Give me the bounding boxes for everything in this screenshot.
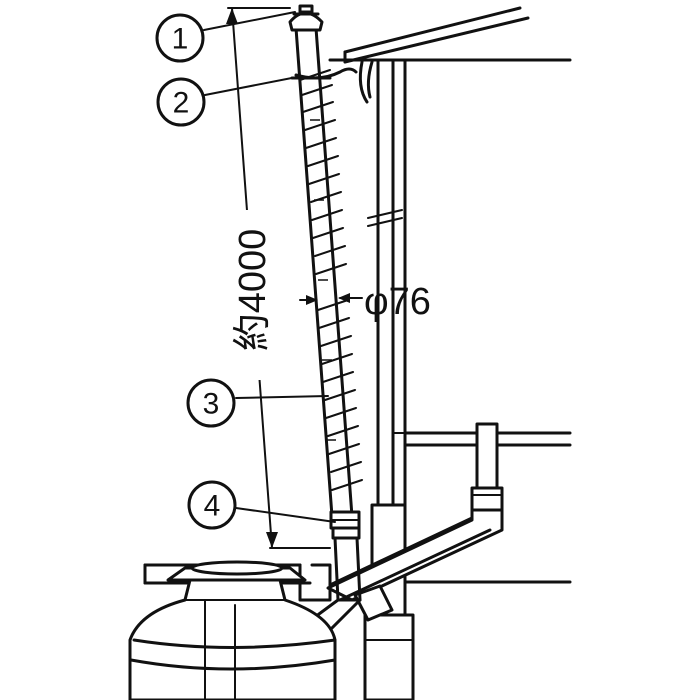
length-label-bg	[226, 210, 276, 380]
tank	[128, 560, 337, 700]
diameter-dimension	[299, 293, 363, 305]
callout-1: 1	[155, 13, 205, 63]
callout-4-label: 4	[204, 490, 221, 523]
callout-1-label: 1	[172, 23, 189, 56]
drain-pipe	[326, 422, 504, 622]
callout-2-label: 2	[173, 87, 190, 120]
callout-3: 3	[186, 378, 236, 428]
callout-2: 2	[156, 77, 206, 127]
callout-3-label: 3	[203, 388, 220, 421]
callout-4: 4	[187, 480, 237, 530]
inclined-pipe	[280, 4, 363, 662]
length-label: 約4000	[232, 229, 274, 352]
leader-lines	[203, 11, 336, 523]
diameter-label: φ76	[364, 281, 431, 323]
